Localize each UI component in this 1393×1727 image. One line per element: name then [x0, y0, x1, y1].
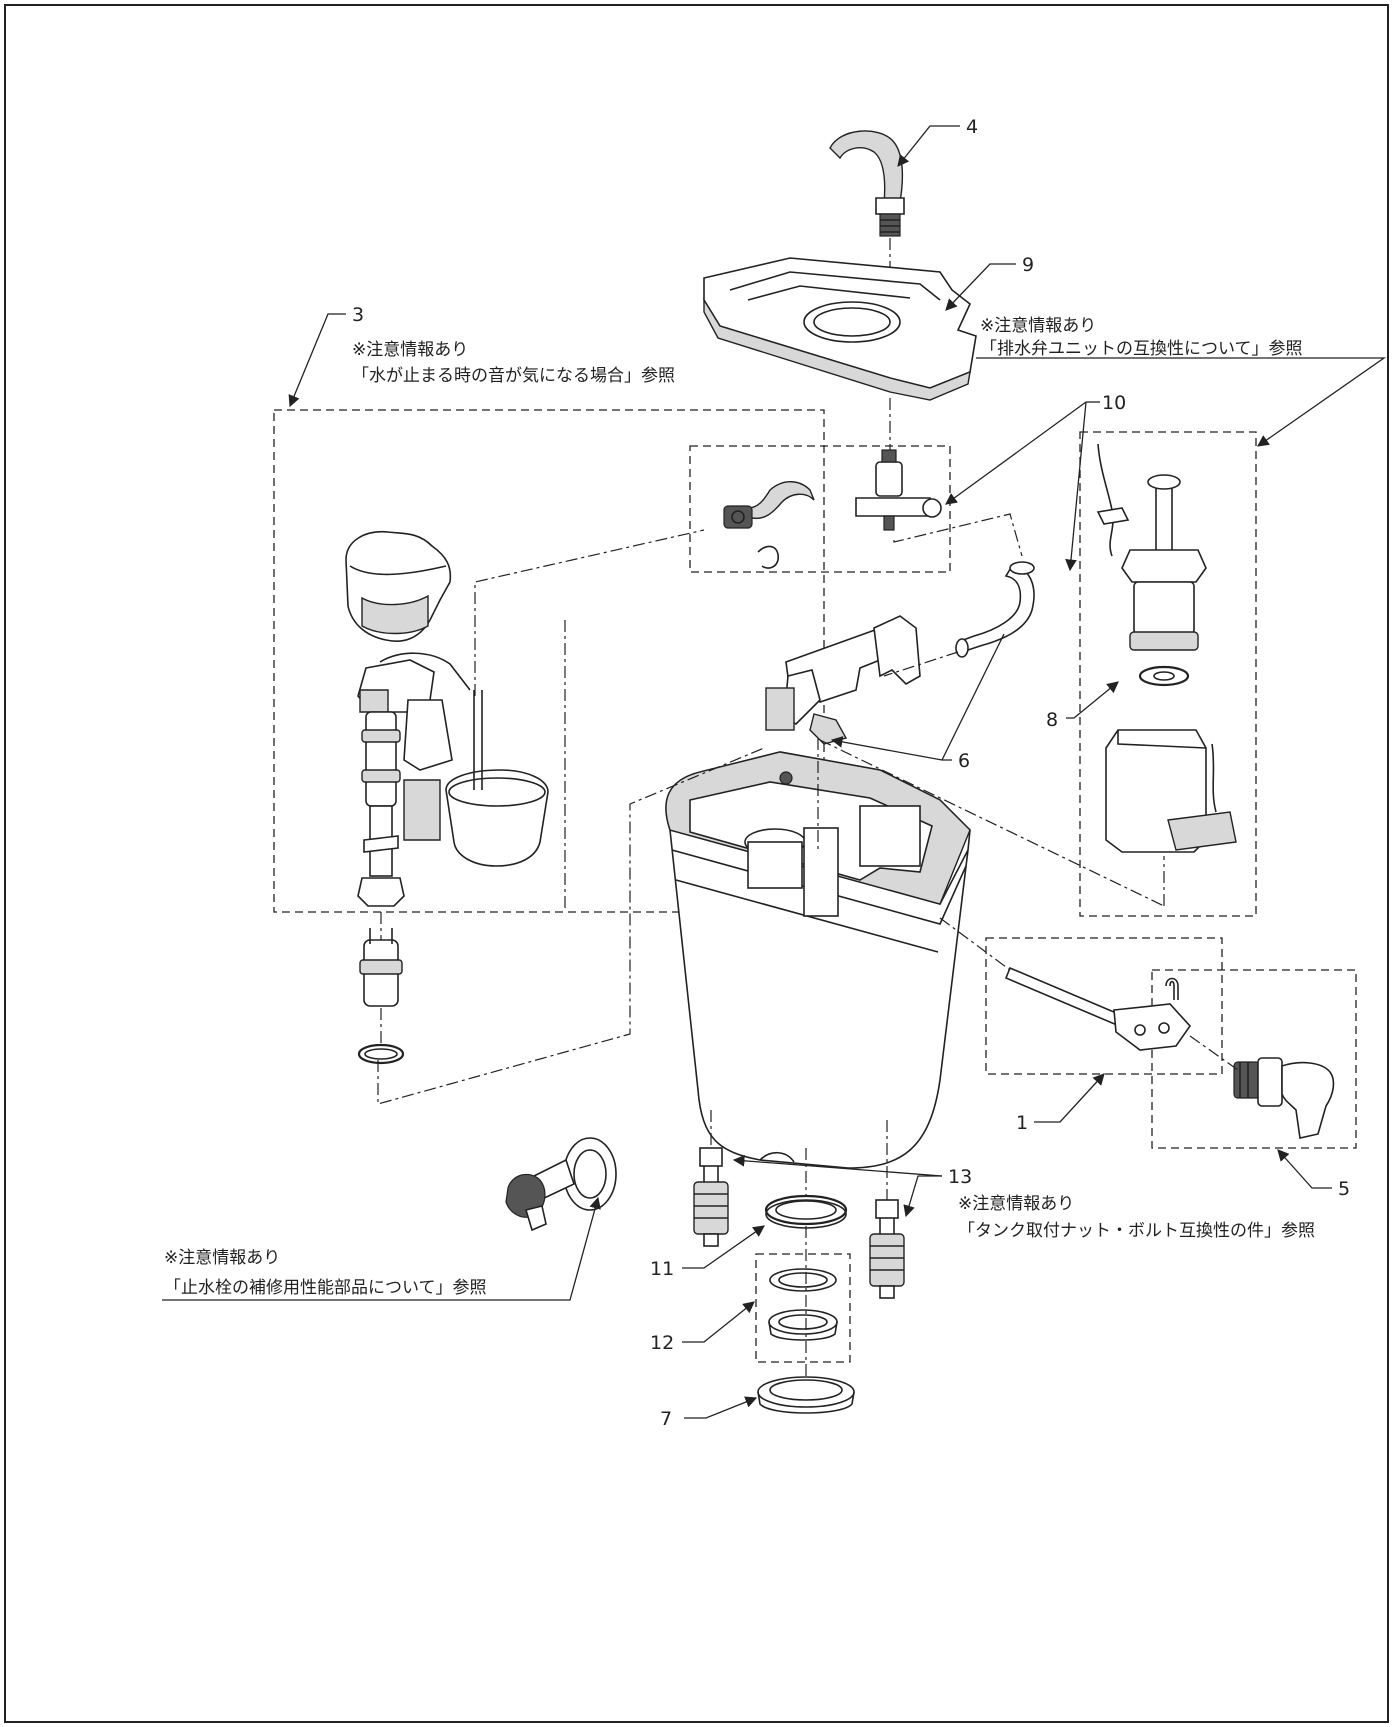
connection-lines — [377, 513, 1239, 1376]
part-5-flush-handle[interactable] — [1165, 977, 1335, 1139]
note-13-line2: 「タンク取付ナット・ボルト互換性の件」参照 — [958, 1221, 1315, 1241]
part-3-fill-valve[interactable] — [345, 530, 549, 907]
note-3-line1: ※注意情報あり — [352, 340, 468, 360]
part-8-flush-valve[interactable] — [1096, 443, 1237, 853]
note-valve-line1: ※注意情報あり — [164, 1248, 280, 1268]
note-13-line1: ※注意情報あり — [958, 1194, 1074, 1214]
group-box-flush-valve — [1079, 431, 1257, 917]
label-12: 12 — [650, 1332, 674, 1354]
part-13-bolt-left[interactable] — [693, 1147, 729, 1247]
label-6: 6 — [958, 750, 970, 772]
group-box-1 — [985, 937, 1223, 1075]
part-7-gasket[interactable] — [757, 1376, 855, 1414]
note-valve-line2: 「止水栓の補修用性能部品について」参照 — [164, 1278, 487, 1298]
stop-valve[interactable] — [505, 1137, 617, 1232]
part-6-hose[interactable] — [955, 561, 1035, 658]
label-9: 9 — [1022, 254, 1034, 276]
note-3-line2: 「水が止まる時の音が気になる場合」参照 — [352, 366, 675, 386]
group-box-5 — [1151, 969, 1357, 1149]
label-7: 7 — [660, 1408, 672, 1430]
part-1-lever-arm[interactable] — [1004, 966, 1192, 1051]
label-4: 4 — [966, 116, 978, 138]
tank-body — [665, 751, 971, 1169]
part-10-valve-parts[interactable] — [723, 449, 942, 569]
leader-lines — [162, 125, 1387, 1419]
page-frame — [4, 4, 1389, 1723]
group-box-10 — [689, 445, 951, 573]
part-6-bracket[interactable] — [765, 615, 921, 745]
part-9-tank-lid[interactable] — [703, 257, 977, 401]
part-12-washers[interactable] — [768, 1268, 838, 1341]
label-5: 5 — [1338, 1178, 1350, 1200]
group-box-12 — [755, 1253, 851, 1363]
note-9-line1: ※注意情報あり — [980, 316, 1096, 336]
label-11: 11 — [650, 1258, 674, 1280]
label-8: 8 — [1046, 709, 1058, 731]
label-10: 10 — [1102, 392, 1126, 414]
label-3: 3 — [352, 304, 364, 326]
part-11-gasket[interactable] — [764, 1194, 848, 1229]
part-13-bolt-right[interactable] — [869, 1199, 905, 1299]
part-4-handle[interactable] — [829, 130, 905, 237]
label-1: 1 — [1016, 1112, 1028, 1134]
label-13: 13 — [948, 1166, 972, 1188]
note-9-line2: 「排水弁ユニットの互換性について」参照 — [980, 339, 1303, 359]
